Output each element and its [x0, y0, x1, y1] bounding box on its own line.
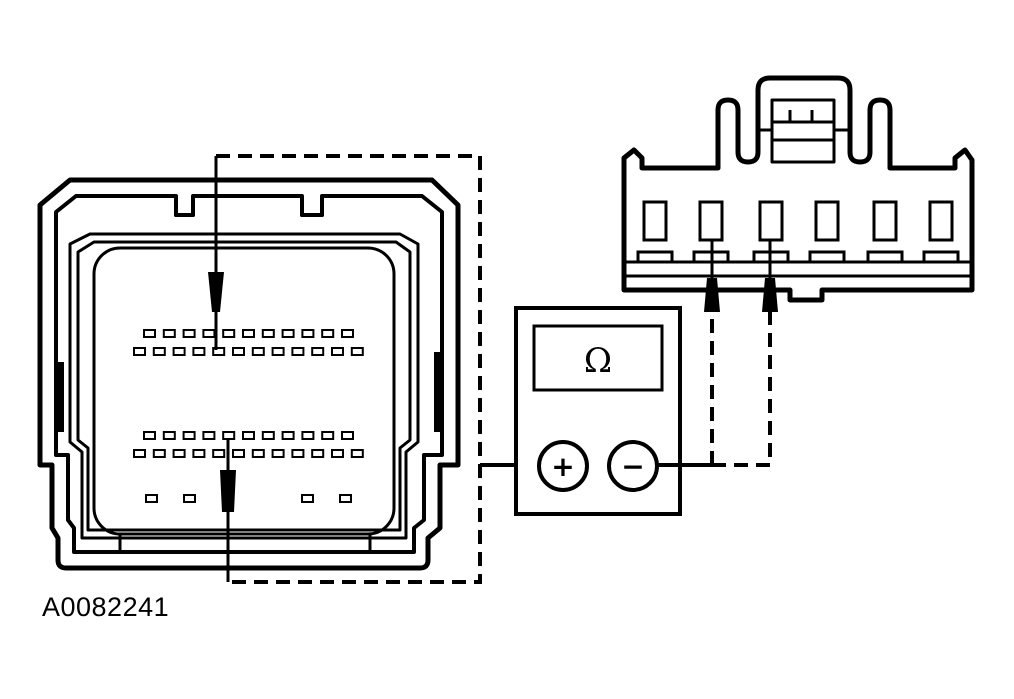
harness-cavity-notch: [866, 250, 904, 262]
upper-pin-row-b-pin: [133, 347, 146, 356]
upper-pin-row-a-pin: [222, 329, 236, 338]
lower-pin-row-a-pin: [281, 431, 295, 440]
ohm-symbol: Ω: [584, 341, 612, 381]
harness-cavity-row: [636, 200, 960, 262]
extra-pin: [339, 494, 352, 503]
negative-terminal-sign: −: [621, 450, 644, 483]
upper-pin-row-b-pin: [331, 347, 344, 356]
upper-pin-row-b-pin: [232, 347, 245, 356]
module-right-latch: [434, 352, 442, 432]
lower-pin-row-b-pin: [172, 449, 186, 458]
harness-cavity-notch: [808, 250, 846, 262]
lower-pin-row-a-pin: [182, 431, 196, 440]
lower-pin-row-b-pin: [311, 449, 325, 458]
upper-pin-row-a-pin: [162, 329, 176, 338]
module-pin-rows: [133, 329, 364, 503]
harness-cavity-notch: [922, 250, 960, 262]
harness-cavity: [814, 200, 840, 242]
harness-cavity-notch: [636, 250, 674, 262]
harness-probe-tip-2: [762, 278, 778, 312]
lower-pin-row-b-pin: [271, 449, 285, 458]
harness-cavity: [928, 200, 954, 242]
upper-pin-row-a-pin: [281, 329, 295, 338]
module-left-latch: [56, 362, 64, 432]
upper-pin-row-a-pin: [182, 329, 196, 338]
lower-pin-row-a-pin: [242, 431, 255, 440]
upper-pin-row-a-pin: [261, 329, 275, 338]
upper-pin-row-a-pin: [202, 329, 216, 338]
module-test-lead: [216, 154, 482, 584]
lower-pin-row-b-pin: [350, 449, 364, 458]
lower-pin-row-b-pin: [251, 449, 265, 458]
harness-lower-band: [624, 260, 972, 278]
upper-pin-row-a-pin: [242, 329, 255, 338]
lower-pin-row-b-pin: [212, 449, 226, 458]
lower-pin-row-a-pin: [162, 431, 176, 440]
positive-terminal-sign: +: [551, 450, 574, 483]
lower-pin-row-b-pin: [192, 449, 206, 458]
harness-cavity: [872, 200, 898, 242]
lower-pin-row-a-pin: [341, 431, 354, 440]
ohmmeter: Ω + −: [514, 306, 682, 516]
figure-id-label: A0082241: [42, 592, 170, 622]
lower-pin-row-a-pin: [261, 431, 275, 440]
harness-probes: [704, 240, 778, 312]
upper-pin-row-b-pin: [212, 347, 226, 356]
upper-pin-row-b-pin: [311, 347, 325, 356]
extra-pin: [183, 494, 196, 503]
lower-pin-row-b-pin: [152, 449, 166, 458]
harness-probe-tip-1: [704, 278, 720, 312]
ohmmeter-display: [532, 324, 664, 392]
module-pin-face: [92, 246, 396, 536]
harness-cavity: [642, 200, 668, 242]
harness-cavity: [758, 200, 784, 242]
lower-pin-row-b-pin: [232, 449, 245, 458]
upper-pin-row-b-pin: [172, 347, 186, 356]
upper-pin-row-a-pin: [341, 329, 354, 338]
upper-pin-row-b-pin: [291, 347, 305, 356]
upper-pin-row-a-pin: [301, 329, 315, 338]
harness-test-leads: [710, 300, 772, 467]
harness-body: [621, 75, 975, 303]
harness-connector: [621, 75, 975, 303]
lower-pin-row-a-pin: [301, 431, 315, 440]
lower-pin-row-b-pin: [291, 449, 305, 458]
extra-pin: [145, 494, 158, 503]
upper-pin-row-b-pin: [192, 347, 206, 356]
lower-pin-row-a-pin: [222, 431, 236, 440]
module-outer-housing: [37, 177, 461, 571]
lower-pin-row-b-pin: [133, 449, 146, 458]
extra-pin: [301, 494, 314, 503]
upper-pin-row-b-pin: [350, 347, 364, 356]
lower-pin-row-a-pin: [321, 431, 335, 440]
lower-pin-row-a-pin: [202, 431, 216, 440]
module-inner-housing: [54, 194, 444, 554]
upper-pin-row-b-pin: [251, 347, 265, 356]
harness-cavity: [698, 200, 724, 242]
module-bottom-step: [118, 534, 372, 552]
module-shroud: [68, 232, 420, 540]
module-upper-probe-tip: [208, 272, 224, 312]
module-probes: [208, 156, 236, 582]
upper-pin-row-a-pin: [321, 329, 335, 338]
lower-pin-row-b-pin: [331, 449, 344, 458]
module-connector: [37, 177, 461, 571]
positive-terminal: [537, 440, 589, 492]
module-lower-probe-tip: [220, 470, 236, 512]
harness-latch: [770, 98, 836, 164]
lower-pin-row-a-pin: [143, 431, 156, 440]
upper-pin-row-b-pin: [271, 347, 285, 356]
upper-pin-row-b-pin: [152, 347, 166, 356]
module-shroud-inner: [76, 240, 412, 532]
upper-pin-row-a-pin: [143, 329, 156, 338]
